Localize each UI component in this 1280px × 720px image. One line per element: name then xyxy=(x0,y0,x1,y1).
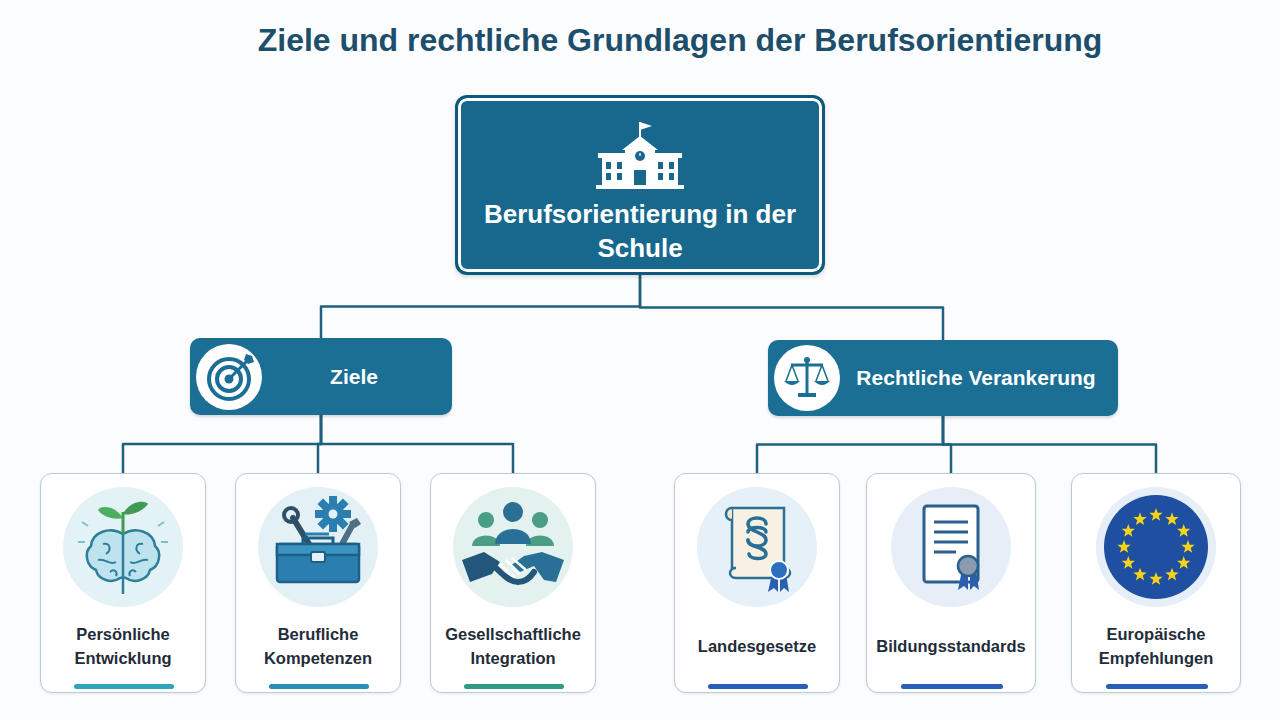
accent-bar xyxy=(901,684,1003,689)
people-icon xyxy=(448,482,578,616)
node-label: Rechtliche Verankerung xyxy=(856,366,1095,390)
tree-connector xyxy=(321,275,640,338)
brain-icon xyxy=(58,482,188,612)
tree-connector xyxy=(757,416,943,473)
tree-connector xyxy=(123,415,321,473)
eu-icon xyxy=(1091,482,1221,616)
law-card: Landesgesetze xyxy=(674,473,840,693)
node-label: Berufliche Kompetenzen xyxy=(242,623,394,669)
node-label: Persönliche Entwicklung xyxy=(47,623,199,669)
node-label: Ziele xyxy=(330,365,378,389)
tools-icon xyxy=(253,482,383,612)
scroll-icon xyxy=(692,482,822,616)
brain-icon xyxy=(58,482,188,616)
scroll-icon xyxy=(692,482,822,612)
doc-icon xyxy=(886,482,1016,612)
scales-icon xyxy=(772,343,842,413)
diagram-title: Ziele und rechtliche Grundlagen der Beru… xyxy=(80,22,1280,59)
accent-bar xyxy=(708,684,808,689)
node-label: Bildungsstandards xyxy=(873,635,1029,658)
tree-connector xyxy=(943,416,1156,473)
goal-card: Persönliche Entwicklung xyxy=(40,473,206,693)
node-label: Landesgesetze xyxy=(681,635,833,658)
root-box: Berufsorientierung in der Schule xyxy=(455,95,825,275)
accent-bar xyxy=(464,684,564,689)
eu-icon xyxy=(1091,482,1221,612)
tools-icon xyxy=(253,482,383,616)
scales-icon xyxy=(772,343,842,417)
goal-card: Gesellschaftliche Integration xyxy=(430,473,596,693)
accent-bar xyxy=(269,684,369,689)
category-box: Ziele xyxy=(190,338,452,415)
tree-connector xyxy=(321,415,513,473)
target-icon xyxy=(194,342,264,416)
law-card: Bildungsstandards xyxy=(866,473,1036,693)
target-icon xyxy=(194,342,264,412)
law-card: Europäische Empfehlungen xyxy=(1071,473,1241,693)
tree-connector xyxy=(640,275,943,340)
people-icon xyxy=(448,482,578,612)
school-icon xyxy=(590,116,690,196)
goal-card: Berufliche Kompetenzen xyxy=(235,473,401,693)
category-box: Rechtliche Verankerung xyxy=(768,340,1118,416)
node-label: Gesellschaftliche Integration xyxy=(437,623,589,669)
school-icon xyxy=(590,116,690,200)
accent-bar xyxy=(74,684,174,689)
accent-bar xyxy=(1106,684,1208,689)
doc-icon xyxy=(886,482,1016,616)
node-label: Europäische Empfehlungen xyxy=(1078,623,1234,669)
node-label: Berufsorientierung in der Schule xyxy=(458,197,822,266)
